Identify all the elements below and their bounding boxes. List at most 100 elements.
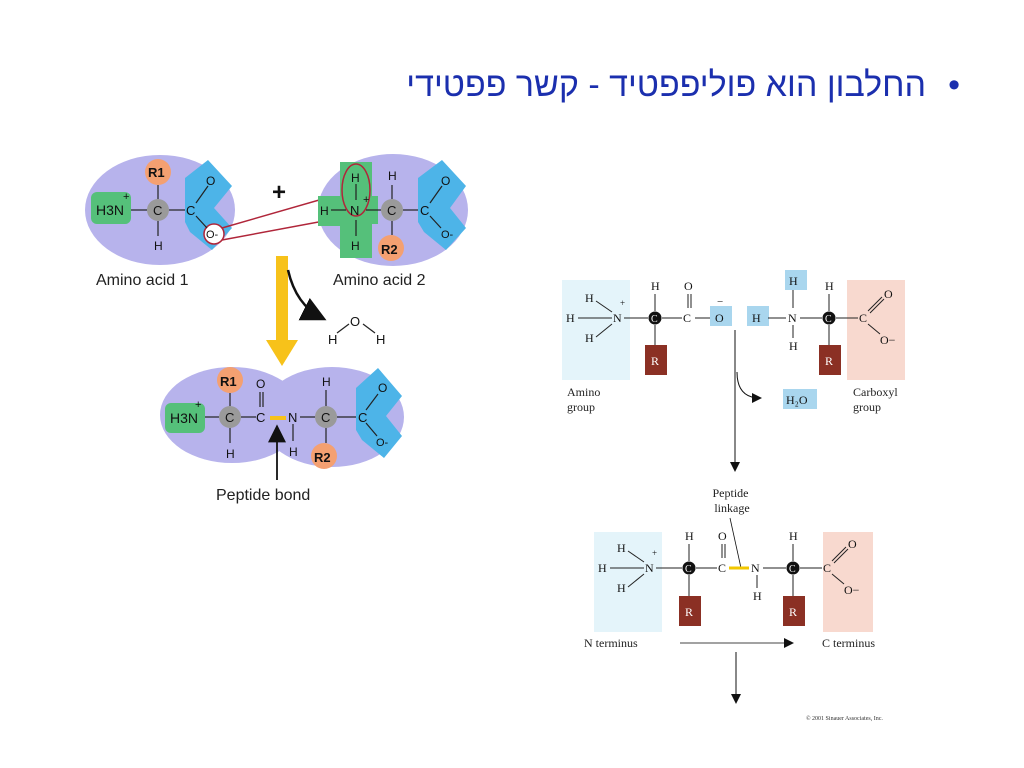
aa2-ca-circle: [381, 199, 403, 221]
bottom-r: R: [685, 605, 693, 619]
amino-acid-1: H3N + C R1 H C O O- Amino acid 1: [85, 155, 235, 289]
dipeptide-amino-group: [165, 403, 205, 433]
top-ca2: C: [825, 314, 832, 325]
top-o-minus: O: [715, 311, 724, 325]
linkage-pointer: [729, 517, 742, 569]
bottom-c: C: [718, 561, 726, 575]
o-minus-box: [710, 306, 732, 326]
bottom-h-ca: H: [685, 529, 694, 543]
top-h-ca: H: [651, 279, 660, 293]
water-o: O: [350, 314, 360, 329]
n-terminus-box: [594, 532, 662, 632]
linkage-line1: Peptide: [713, 486, 749, 500]
aa1-n-label: H3N: [96, 202, 124, 218]
top-ca2-dot: [822, 311, 836, 325]
aa2-r-circle: [378, 235, 404, 261]
aa2-c-label: C: [420, 203, 429, 218]
dipeptide-r2-label: R2: [314, 450, 331, 465]
aa1-r-label: R1: [148, 165, 165, 180]
aa2-h-bot: H: [351, 239, 360, 253]
reaction-arrow: [266, 256, 298, 366]
top-h1: H: [585, 291, 594, 305]
dipeptide-hn-label: H: [289, 445, 298, 459]
linkage-line2: linkage: [714, 501, 749, 515]
aa1-ca-label: C: [153, 203, 162, 218]
water-h2: H: [376, 332, 385, 347]
dipeptide-ca2-circle: [315, 406, 337, 428]
h-box: [747, 306, 769, 326]
bottom-ca2-dot: [786, 561, 800, 575]
carboxyl-group-label: Carboxyl group: [853, 385, 901, 414]
dipeptide-c2-label: C: [358, 410, 367, 425]
aa2-ca-label: C: [387, 203, 396, 218]
c-terminus-box: [823, 532, 873, 632]
aa2-h-mid: H: [320, 204, 329, 218]
plus-sign: +: [272, 179, 286, 206]
bottom-h-n2: H: [753, 589, 762, 603]
water-label-right: H₂O: [786, 393, 808, 407]
h-top-box: [785, 270, 807, 290]
carboxyl-group-line2: group: [853, 400, 881, 414]
aa1-h-label: H: [154, 239, 163, 253]
bottom-h2: H: [598, 561, 607, 575]
bottom-n: N: [645, 561, 654, 575]
aa2-r-label: R2: [381, 242, 398, 257]
bottom-r2: R: [789, 605, 797, 619]
water-h1: H: [328, 332, 337, 347]
water-box: [783, 389, 817, 409]
top-h-ca2: H: [825, 279, 834, 293]
dipeptide-r2-circle: [311, 443, 337, 469]
aa1-r-circle: [145, 159, 171, 185]
dipeptide-hca2-label: H: [322, 375, 331, 389]
top-o-top: O: [684, 279, 693, 293]
title-text: החלבון הוא פוליפפטיד - קשר פפטידי: [406, 66, 927, 104]
bottom-r2-box: [783, 596, 805, 626]
carboxyl-group-line1: Carboxyl: [853, 385, 898, 399]
right-diagram: H H H N + C H R C O O − H N: [562, 270, 905, 722]
bottom-ca-dot: [682, 561, 696, 575]
dipeptide-ca1-circle: [219, 406, 241, 428]
aa1-plus: +: [123, 191, 129, 203]
peptide-linkage-label: Peptide linkage: [713, 486, 752, 515]
dipeptide-o2-label: O: [378, 381, 387, 395]
dipeptide-om2-label: O-: [376, 437, 389, 449]
dipeptide-ca1-label: C: [225, 410, 234, 425]
carboxyl-group-box: [847, 280, 905, 380]
aa1-amino-group: [91, 192, 131, 224]
dipeptide: H3N + C R1 H C O N H C H R2 C O O-: [160, 367, 404, 469]
bottom-ca2: C: [789, 564, 796, 575]
dipeptide-n-label: H3N: [170, 410, 198, 426]
top-ca: C: [651, 314, 658, 325]
n-terminus-label: N terminus: [584, 636, 638, 650]
copyright-note: © 2001 Sinauer Associates, Inc.: [806, 715, 883, 722]
aa2-plus: +: [363, 194, 369, 206]
aa2-n-label: N: [350, 203, 359, 218]
aa1-ca-circle: [147, 199, 169, 221]
top-h-top-box: H: [789, 274, 798, 288]
aa2-h-top: H: [351, 171, 360, 185]
top-plus: +: [620, 298, 625, 308]
aa2-amino-group: [318, 162, 378, 258]
top-c2: C: [859, 311, 867, 325]
aa2-carboxyl-group: [418, 160, 466, 250]
dipeptide-r1-label: R1: [220, 374, 237, 389]
aa1-o-circle: [203, 223, 225, 245]
dipeptide-n2-label: N: [288, 410, 297, 425]
peptide-bond-caption: Peptide bond: [216, 487, 310, 504]
aa2-caption: Amino acid 2: [333, 272, 426, 289]
top-h2: H: [566, 311, 575, 325]
top-c: C: [683, 311, 691, 325]
bullet: •: [948, 66, 960, 104]
left-diagram: H3N + C R1 H C O O- Amino acid 1 +: [85, 154, 468, 504]
aa1-om-label: O-: [206, 229, 219, 241]
dipeptide-carboxyl-group: [356, 368, 402, 458]
c-terminus-label: C terminus: [822, 636, 875, 650]
water-release-arrow-right: [736, 371, 762, 403]
top-n: N: [613, 311, 622, 325]
aa1-caption: Amino acid 1: [96, 272, 189, 289]
dipeptide-ca2-label: C: [321, 410, 330, 425]
bottom-plus: +: [652, 548, 657, 558]
top-h-n2: H: [789, 339, 798, 353]
aa2-h-highlight: [341, 163, 371, 217]
